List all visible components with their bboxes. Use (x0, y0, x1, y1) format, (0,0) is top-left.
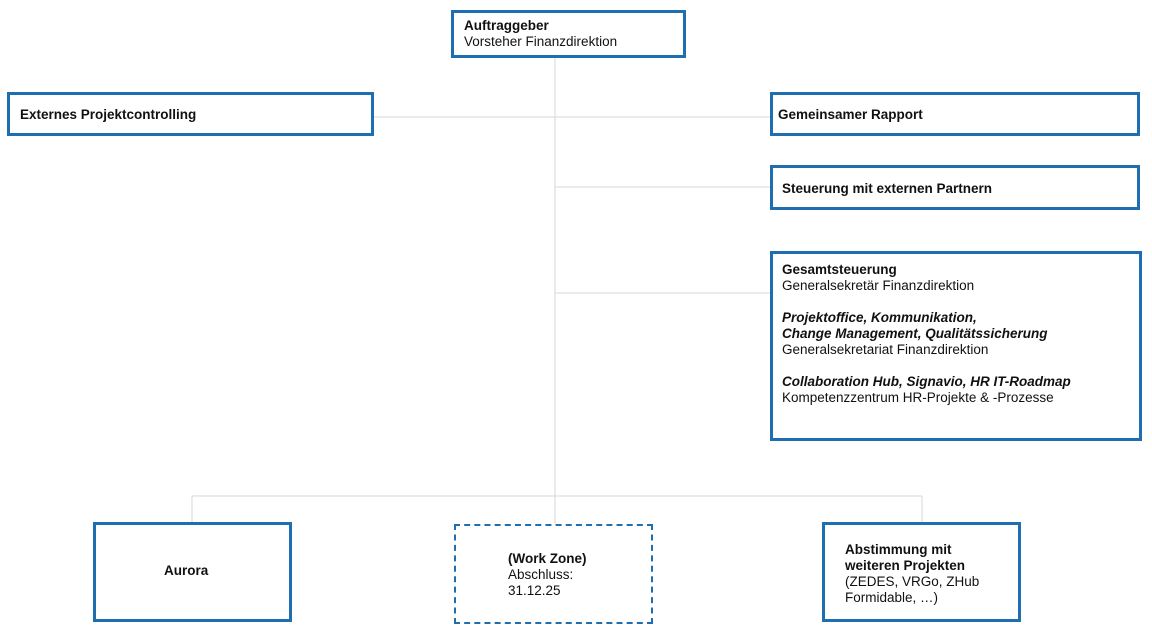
workzone-line1: Abschluss: (508, 567, 574, 582)
gesamt-subtitle: Generalsekretär Finanzdirektion (782, 278, 975, 293)
gesamt-title: Gesamtsteuerung (782, 262, 897, 277)
abstimmung-line2: Formidable, …) (845, 590, 939, 605)
gesamt-section2-line2: Change Management, Qualitätssicherung (782, 326, 1048, 341)
auftraggeber-title: Auftraggeber (464, 18, 549, 33)
gesamt-section3-sub: Kompetenzzentrum HR-Projekte & -Prozesse (782, 390, 1054, 405)
aurora-title: Aurora (164, 563, 209, 578)
auftraggeber-subtitle: Vorsteher Finanzdirektion (464, 34, 618, 49)
gesamt-section3-title: Collaboration Hub, Signavio, HR IT-Roadm… (782, 374, 1071, 389)
abstimmung-title-line1: Abstimmung mit (845, 542, 952, 557)
gesamt-section2-line1: Projektoffice, Kommunikation, (782, 310, 977, 325)
abstimmung-box: Abstimmung mit weiteren Projekten (ZEDES… (822, 522, 1021, 622)
gemeinsamer-rapport-box: Gemeinsamer Rapport (770, 92, 1140, 136)
steuerung-title: Steuerung mit externen Partnern (782, 181, 993, 196)
workzone-box: (Work Zone) Abschluss: 31.12.25 (454, 524, 653, 624)
gesamt-section2-sub: Generalsekretariat Finanzdirektion (782, 342, 989, 357)
auftraggeber-box: Auftraggeber Vorsteher Finanzdirektion (451, 10, 686, 58)
gesamtsteuerung-box: Gesamtsteuerung Generalsekretär Finanzdi… (770, 251, 1142, 441)
abstimmung-title-line2: weiteren Projekten (845, 558, 966, 573)
externes-title: Externes Projektcontrolling (20, 107, 197, 122)
abstimmung-line1: (ZEDES, VRGo, ZHub (845, 574, 980, 589)
workzone-title: (Work Zone) (508, 551, 587, 566)
externes-projektcontrolling-box: Externes Projektcontrolling (7, 92, 374, 136)
aurora-box: Aurora (93, 522, 292, 622)
rapport-title: Gemeinsamer Rapport (778, 107, 923, 122)
workzone-line2: 31.12.25 (508, 583, 561, 598)
steuerung-box: Steuerung mit externen Partnern (770, 165, 1140, 210)
